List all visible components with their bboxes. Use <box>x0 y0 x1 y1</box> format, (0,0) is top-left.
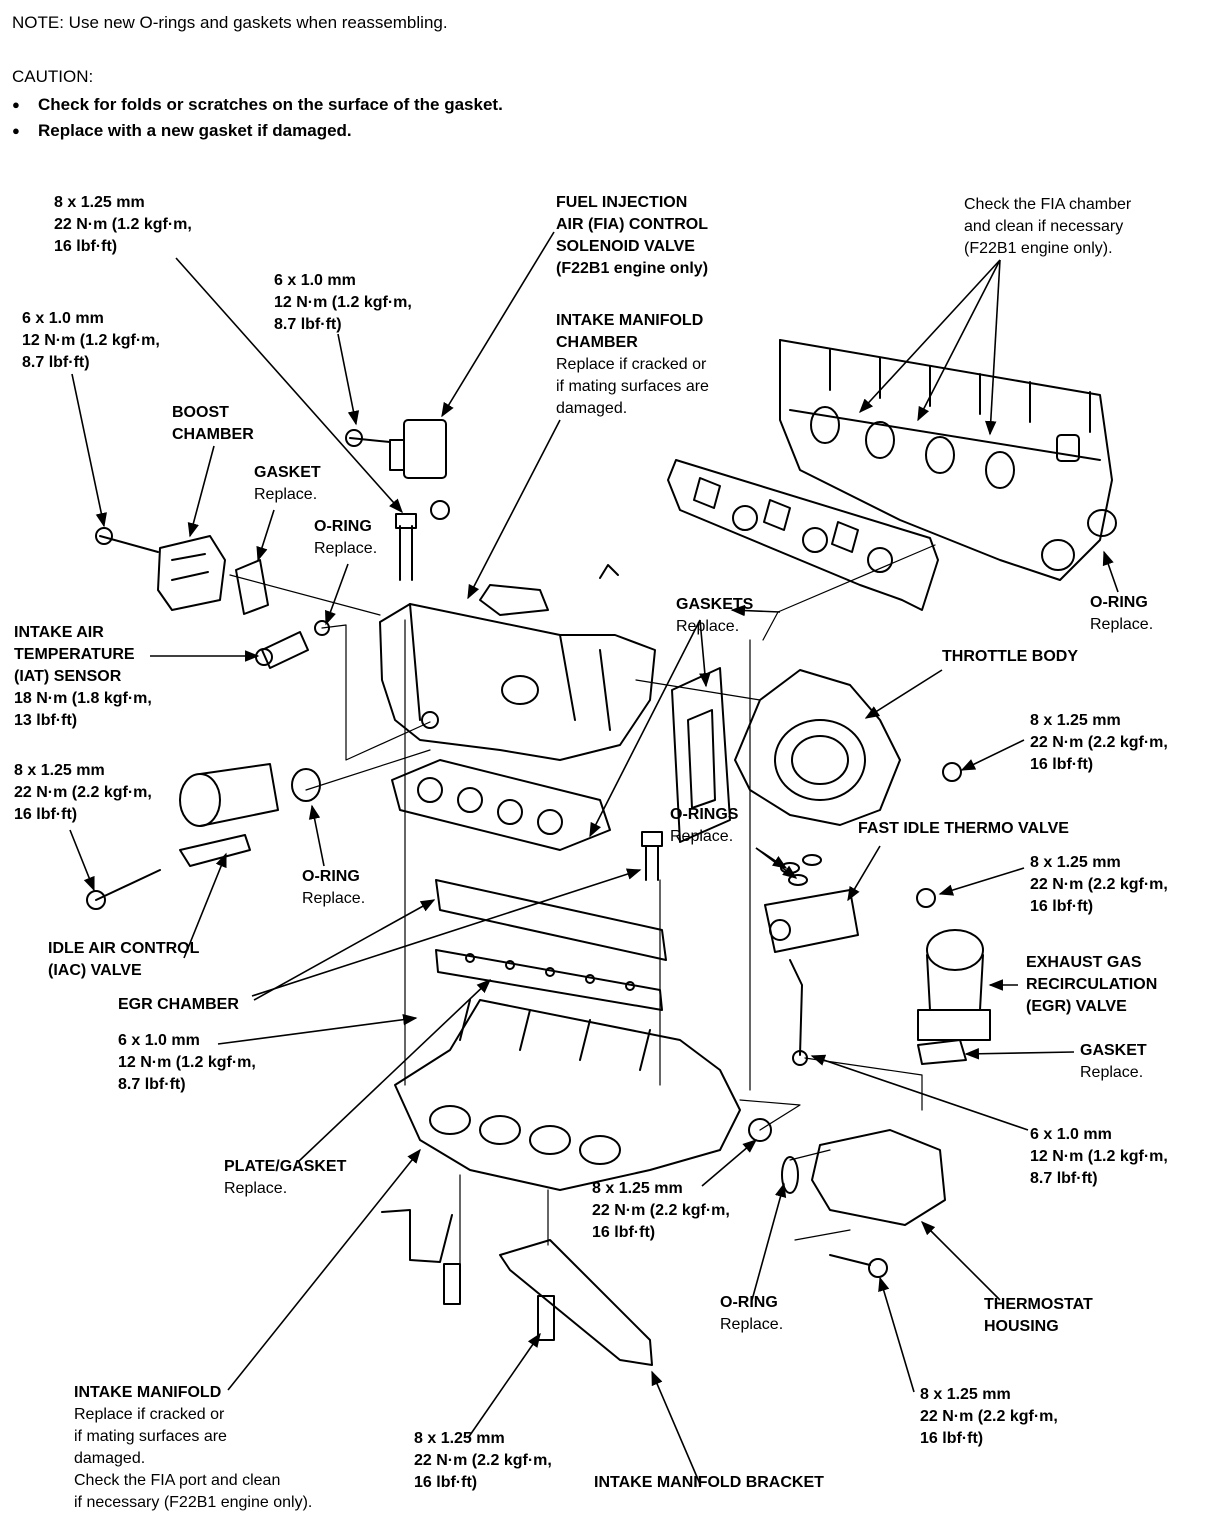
upper-bolts <box>395 513 417 581</box>
callout-throttle-body: THROTTLE BODY <box>942 648 1078 665</box>
boost-gasket-part <box>235 559 269 615</box>
lower-brackets <box>381 1209 653 1366</box>
iat-sensor-part <box>255 620 330 669</box>
cylinder-head <box>779 339 1117 581</box>
callout-iac-valve: IDLE AIR CONTROL(IAC) VALVE <box>48 940 200 979</box>
callout-egr-chamber: EGR CHAMBER <box>118 996 239 1013</box>
intake-gasket <box>667 459 939 611</box>
lower-gasket-plate <box>391 759 611 851</box>
thermostat-housing-part <box>781 1129 946 1278</box>
iac-valve-part <box>86 763 321 910</box>
intake-manifold-chamber-part <box>379 564 656 761</box>
callout-fast-idle: FAST IDLE THERMO VALVE <box>858 820 1069 837</box>
caution-item: Check for folds or scratches on the surf… <box>12 92 503 118</box>
caution-item: Replace with a new gasket if damaged. <box>12 118 352 144</box>
egr-chamber-part <box>435 831 667 1011</box>
boost-chamber-part <box>95 527 226 611</box>
leader-lines <box>69 231 1119 1485</box>
caution-title: CAUTION: <box>12 67 94 86</box>
egr-valve-part <box>916 888 991 1065</box>
note-text: NOTE: Use new O-rings and gaskets when r… <box>12 13 448 32</box>
alignment-lines <box>229 544 936 1266</box>
throttle-body-part <box>734 669 962 826</box>
fast-idle-thermo-valve-part <box>764 854 859 1066</box>
intake-manifold-part <box>394 999 772 1191</box>
callout-bracket: INTAKE MANIFOLD BRACKET <box>594 1474 824 1491</box>
fia-solenoid-valve <box>345 419 450 520</box>
